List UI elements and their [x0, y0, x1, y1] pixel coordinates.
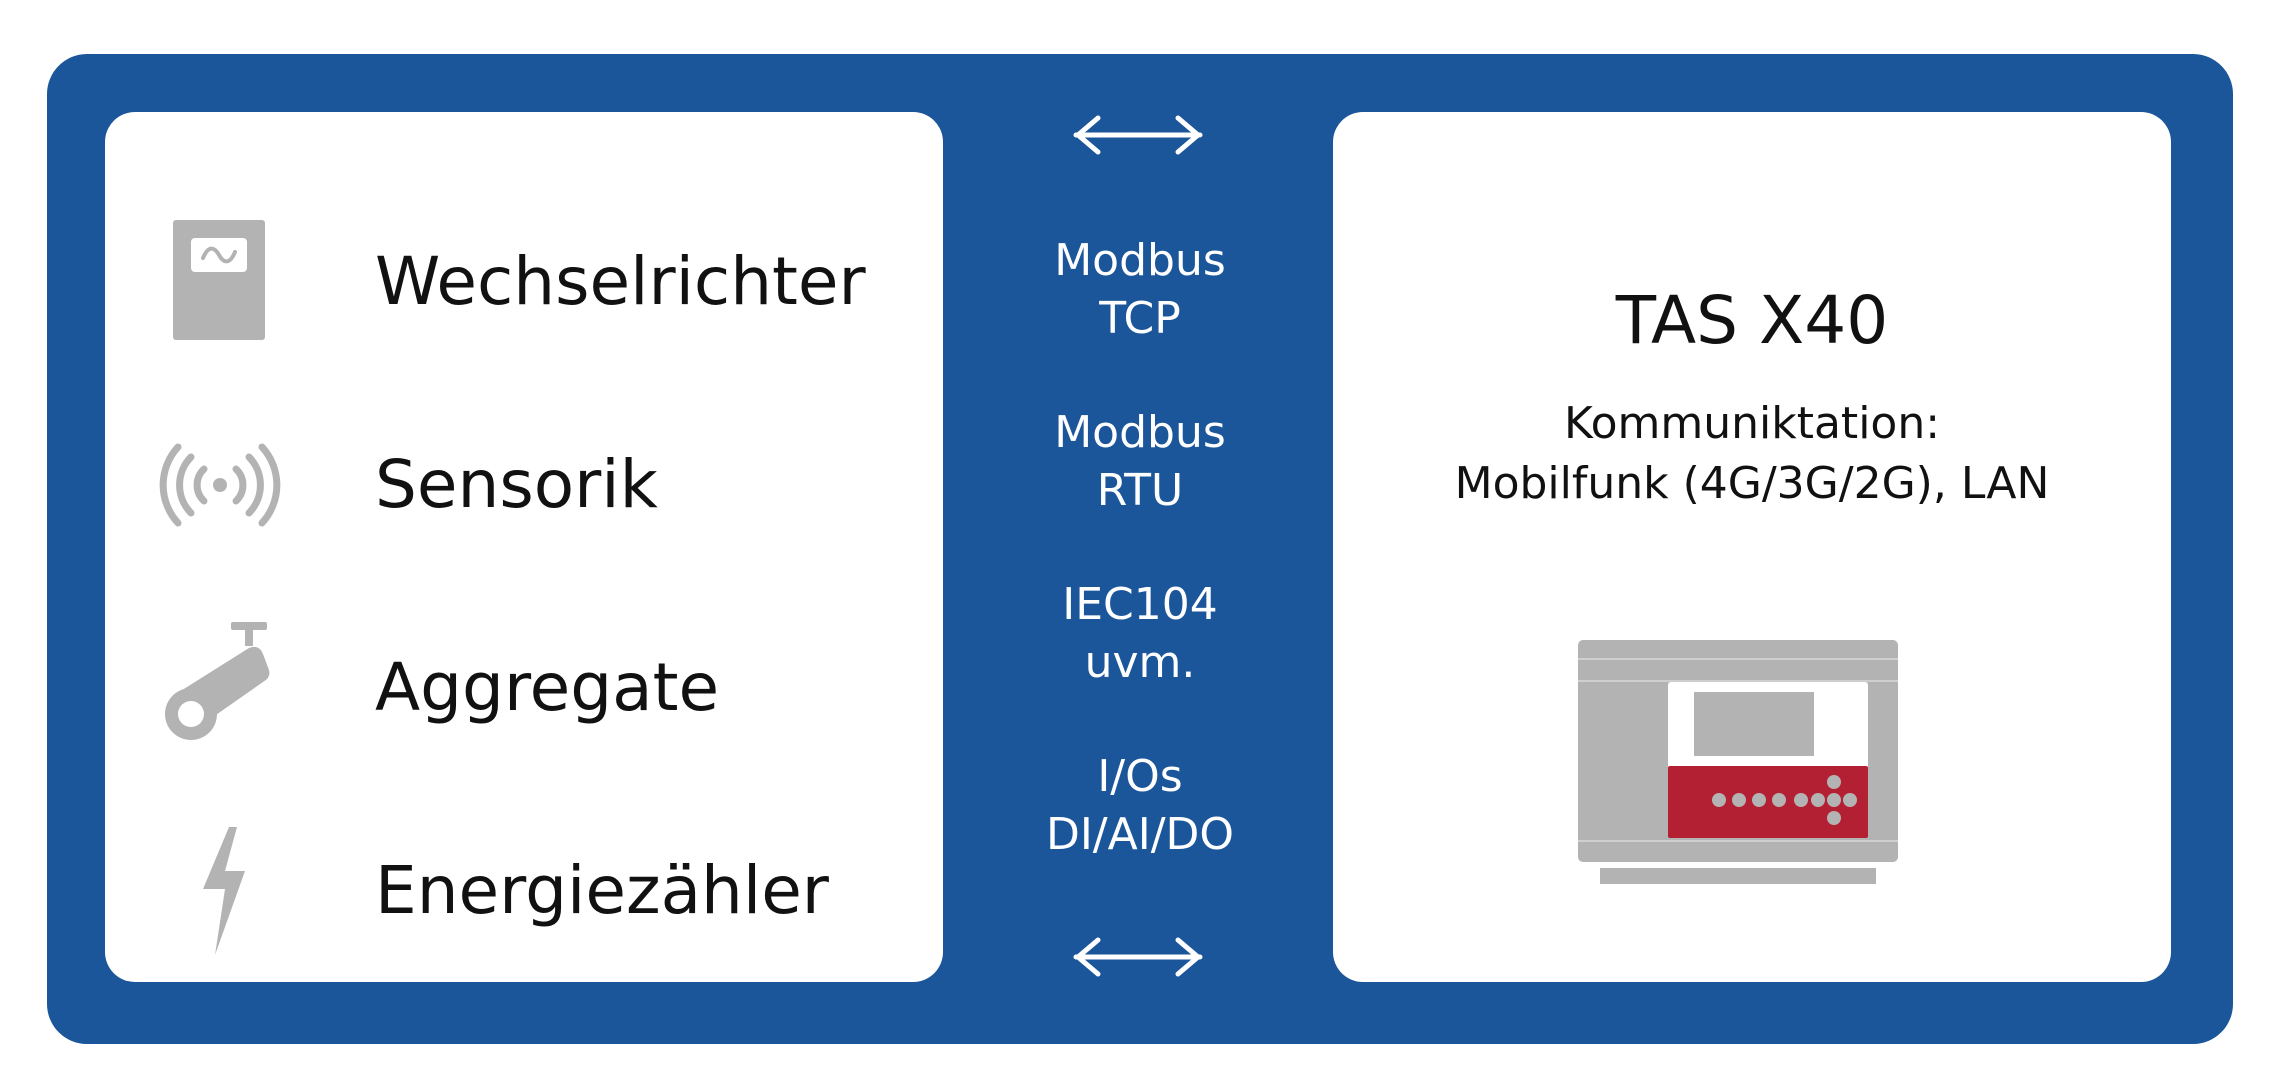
- double-arrow-icon: [1073, 937, 1203, 977]
- protocol-item: Modbus TCP: [1000, 232, 1280, 348]
- protocol-line: IEC104: [1062, 579, 1218, 630]
- device-label: Energiezähler: [375, 852, 829, 929]
- protocols-column: Modbus TCP Modbus RTU IEC104 uvm. I/Os D…: [1000, 0, 1280, 1087]
- devices-panel: Wechselrichter Sensorik Aggreg: [105, 112, 943, 982]
- sensor-wave-icon: [159, 443, 281, 527]
- device-label: Wechselrichter: [375, 243, 866, 320]
- device-item-generator: Aggregate: [105, 618, 943, 758]
- device-label: Aggregate: [375, 649, 720, 726]
- protocol-item: IEC104 uvm.: [1000, 576, 1280, 692]
- device-label: Sensorik: [375, 446, 658, 523]
- device-item-energy-meter: Energiezähler: [105, 821, 943, 961]
- protocol-line: I/Os: [1097, 751, 1183, 802]
- protocol-line: DI/AI/DO: [1045, 809, 1235, 860]
- diagram-frame: Wechselrichter Sensorik Aggreg: [47, 54, 2233, 1044]
- device-item-inverter: Wechselrichter: [105, 212, 943, 352]
- gateway-subtitle-line: Mobilfunk (4G/3G/2G), LAN: [1454, 458, 2050, 509]
- protocol-line: RTU: [1096, 465, 1184, 516]
- generator-icon: [165, 622, 270, 740]
- gateway-panel: TAS X40 Kommuniktation: Mobilfunk (4G/3G…: [1333, 112, 2171, 982]
- inverter-icon: [173, 220, 265, 340]
- tas-x40-device-icon: [1578, 640, 1898, 884]
- device-item-sensor: Sensorik: [105, 415, 943, 555]
- protocol-line: uvm.: [1084, 637, 1196, 688]
- protocol-line: Modbus: [1054, 235, 1226, 286]
- gateway-subtitle: Kommuniktation: Mobilfunk (4G/3G/2G), LA…: [1333, 394, 2171, 514]
- gateway-title: TAS X40: [1615, 282, 1889, 359]
- protocol-item: I/Os DI/AI/DO: [1000, 748, 1280, 864]
- protocol-item: Modbus RTU: [1000, 404, 1280, 520]
- gateway-subtitle-line: Kommuniktation:: [1563, 398, 1941, 449]
- lightning-icon: [203, 827, 245, 955]
- double-arrow-icon: [1073, 115, 1203, 155]
- protocol-line: Modbus: [1054, 407, 1226, 458]
- protocol-line: TCP: [1099, 293, 1181, 344]
